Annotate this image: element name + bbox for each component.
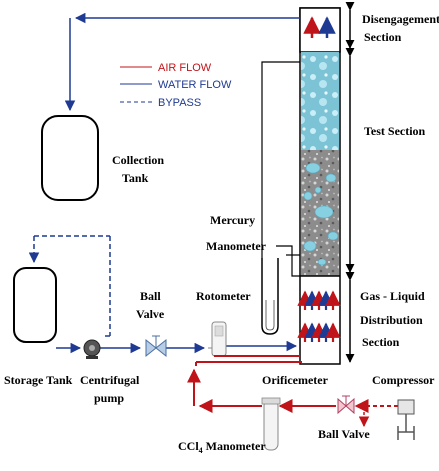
water-return-line: [64, 12, 300, 112]
rotometer-label: Rotometer: [196, 289, 251, 303]
storage-tank-label: Storage Tank: [4, 373, 73, 387]
centrifugal-pump-label-line2: pump: [94, 391, 124, 405]
bypass-line: [28, 235, 111, 337]
collection-tank-label-line1: Collection: [112, 153, 164, 167]
distribution-arrows: [297, 290, 341, 342]
air-supply-line: [187, 361, 398, 413]
centrifugal-pump: [83, 339, 101, 359]
compressor: [397, 399, 415, 440]
collection-tank: [41, 115, 99, 201]
rotameter: [208, 321, 227, 357]
ccl4-manometer: [261, 397, 281, 451]
legend-bypass-label: BYPASS: [158, 97, 201, 109]
orificemeter-label: Orificemeter: [262, 373, 329, 387]
disengagement-section: [299, 7, 341, 53]
legend-water-flow-label: WATER FLOW: [158, 79, 232, 91]
water-feed-line: [56, 340, 298, 354]
gl-distribution-label-line3: Section: [362, 335, 400, 349]
mercury-manometer: [261, 61, 300, 335]
ccl4-manometer-label: CCl4 Manometer: [178, 439, 266, 455]
disengagement-label-line1: Disengagement: [362, 12, 439, 26]
collection-tank-label-line2: Tank: [122, 171, 149, 185]
water-ball-valve: [145, 335, 167, 358]
air-line: [214, 355, 300, 357]
water-ball-valve-label-line2: Valve: [136, 307, 165, 321]
disengagement-label-line2: Section: [364, 30, 402, 44]
centrifugal-pump-label-line1: Centrifugal: [80, 373, 140, 387]
legend: [120, 66, 152, 103]
gl-distribution-label-line2: Distribution: [360, 313, 423, 327]
column: [297, 7, 341, 365]
test-section-bubble-zone: [301, 52, 339, 150]
legend-air-flow-label: AIR FLOW: [158, 62, 212, 74]
air-ball-valve-label: Ball Valve: [318, 427, 370, 441]
gl-distribution-label-line1: Gas - Liquid: [360, 289, 425, 303]
mercury-manometer-label-line1: Mercury: [210, 213, 255, 227]
storage-tank: [13, 267, 57, 343]
test-section-label: Test Section: [364, 124, 426, 138]
water-ball-valve-label-line1: Ball: [140, 289, 161, 303]
air-ball-valve: [337, 395, 355, 415]
compressor-label: Compressor: [372, 373, 435, 387]
mercury-manometer-label-line2: Manometer: [206, 239, 267, 253]
